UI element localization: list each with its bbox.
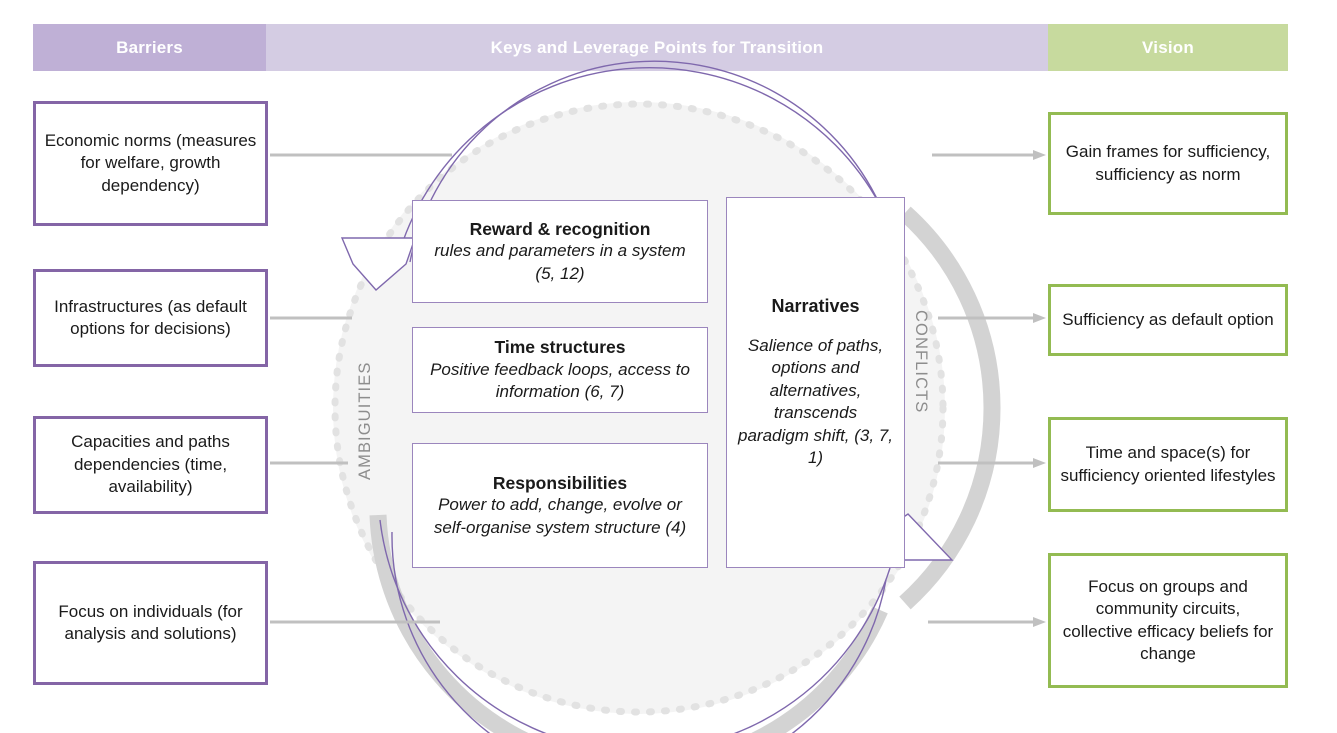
barrier-box-1-label: Economic norms (measures for welfare, gr… bbox=[44, 130, 257, 195]
header-keys: Keys and Leverage Points for Transition bbox=[266, 24, 1048, 71]
narratives-subtitle: Salience of paths, options and alternati… bbox=[738, 335, 893, 468]
narratives-box[interactable]: Narratives Salience of paths, options an… bbox=[726, 197, 905, 568]
leverage-box-responsibilities-subtitle: Power to add, change, evolve or self-org… bbox=[433, 495, 687, 537]
connector-vision-4 bbox=[928, 617, 1046, 627]
cycle-arrowhead-left bbox=[340, 237, 416, 291]
vision-box-3[interactable]: Time and space(s) for sufficiency orient… bbox=[1048, 417, 1288, 512]
barrier-box-3[interactable]: Capacities and paths dependencies (time,… bbox=[33, 416, 268, 514]
leverage-box-time-title: Time structures bbox=[494, 337, 626, 358]
connector-vision-2 bbox=[938, 313, 1046, 323]
leverage-box-reward[interactable]: Reward & recognition rules and parameter… bbox=[412, 200, 708, 303]
header-barriers: Barriers bbox=[33, 24, 266, 71]
vision-box-2-label: Sufficiency as default option bbox=[1062, 309, 1274, 329]
vision-box-3-label: Time and space(s) for sufficiency orient… bbox=[1060, 443, 1276, 485]
ring-label-conflicts: CONFLICTS bbox=[912, 310, 930, 414]
header-barriers-label: Barriers bbox=[116, 37, 183, 57]
header-keys-label: Keys and Leverage Points for Transition bbox=[490, 37, 824, 57]
vision-box-4-label: Focus on groups and community circuits, … bbox=[1062, 576, 1274, 663]
leverage-box-time[interactable]: Time structures Positive feedback loops,… bbox=[412, 327, 708, 413]
barrier-box-3-label: Capacities and paths dependencies (time,… bbox=[71, 432, 230, 497]
barrier-box-4-label: Focus on individuals (for analysis and s… bbox=[58, 601, 243, 643]
barrier-box-4[interactable]: Focus on individuals (for analysis and s… bbox=[33, 561, 268, 685]
barrier-box-2-label: Infrastructures (as default options for … bbox=[54, 296, 247, 338]
leverage-box-reward-subtitle: rules and parameters in a system (5, 12) bbox=[434, 241, 686, 283]
leverage-box-responsibilities-title: Responsibilities bbox=[492, 472, 628, 493]
barrier-box-2[interactable]: Infrastructures (as default options for … bbox=[33, 269, 268, 367]
vision-box-1-label: Gain frames for sufficiency, sufficiency… bbox=[1065, 142, 1271, 184]
header-vision-label: Vision bbox=[1142, 37, 1194, 57]
connector-vision-3 bbox=[938, 458, 1046, 468]
vision-box-2[interactable]: Sufficiency as default option bbox=[1048, 284, 1288, 356]
leverage-box-responsibilities[interactable]: Responsibilities Power to add, change, e… bbox=[412, 443, 708, 568]
leverage-box-reward-title: Reward & recognition bbox=[469, 218, 651, 239]
header-vision: Vision bbox=[1048, 24, 1288, 71]
leverage-box-time-subtitle: Positive feedback loops, access to infor… bbox=[430, 359, 690, 402]
ring-label-ambiguities: AMBIGUITIES bbox=[356, 361, 374, 480]
connector-vision-1 bbox=[932, 150, 1046, 160]
barrier-box-1[interactable]: Economic norms (measures for welfare, gr… bbox=[33, 101, 268, 226]
narratives-title: Narratives bbox=[771, 296, 860, 317]
vision-box-4[interactable]: Focus on groups and community circuits, … bbox=[1048, 553, 1288, 688]
vision-box-1[interactable]: Gain frames for sufficiency, sufficiency… bbox=[1048, 112, 1288, 215]
